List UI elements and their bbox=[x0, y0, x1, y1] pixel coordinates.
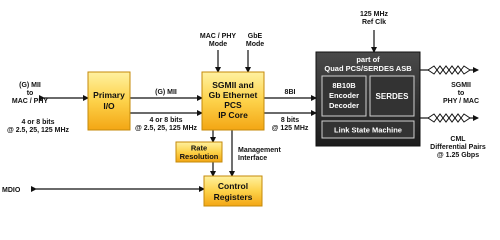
tbi-bits-label-2: @ 125 MHz bbox=[272, 125, 309, 132]
ref-clk-label-1: 125 MHz bbox=[360, 11, 389, 18]
primary-io-block: Primary I/O bbox=[87, 71, 131, 131]
control-registers-block: Control Registers bbox=[203, 175, 263, 207]
rate-resolution-block: Rate Resolution bbox=[175, 141, 223, 163]
primary-io-label-2: I/O bbox=[103, 101, 115, 111]
mgmt-label-2: Interface bbox=[238, 155, 267, 162]
primary-io-label-1: Primary bbox=[93, 90, 125, 100]
mgmt-label-1: Management bbox=[238, 147, 281, 154]
sgmii-side-label-3: PHY / MAC bbox=[443, 98, 479, 105]
left-mii-label-3: MAC / PHY bbox=[12, 98, 49, 105]
encoder-label-3: Decoder bbox=[329, 101, 359, 110]
left-mii-label-1: (G) MII bbox=[19, 82, 41, 89]
control-registers-label-1: Control bbox=[218, 181, 248, 191]
mid-bits-label-2: @ 2.5, 25, 125 MHz bbox=[135, 125, 198, 132]
sgmii-core-label-4: IP Core bbox=[218, 110, 248, 120]
mdio-label: MDIO bbox=[2, 187, 21, 194]
encoder-label-2: Encoder bbox=[329, 91, 359, 100]
left-bits-label-1: 4 or 8 bits bbox=[21, 119, 54, 126]
mid-mii-label: (G) MII bbox=[155, 89, 177, 96]
rate-resolution-label-1: Rate bbox=[191, 144, 207, 153]
ref-clk-label-2: Ref Clk bbox=[362, 19, 386, 26]
cml-label-3: @ 1.25 Gbps bbox=[437, 152, 479, 159]
block-diagram: Primary I/O SGMII and Gb Ethernet PCS IP… bbox=[2, 11, 486, 207]
sgmii-side-label-2: to bbox=[458, 90, 465, 97]
gbe-mode-label-1: GbE bbox=[248, 33, 263, 40]
sgmii-core-block: SGMII and Gb Ethernet PCS IP Core bbox=[201, 71, 265, 131]
sgmii-core-label-3: PCS bbox=[224, 100, 242, 110]
cml-arrows bbox=[415, 67, 479, 121]
left-mii-label-2: to bbox=[27, 90, 34, 97]
quad-pcs-title-2: Quad PCS/SERDES ASB bbox=[324, 64, 412, 73]
tbi-label: 8BI bbox=[285, 89, 296, 96]
rate-resolution-label-2: Resolution bbox=[180, 152, 219, 161]
serdes-label: SERDES bbox=[376, 92, 410, 101]
encoder-label-1: 8B10B bbox=[332, 81, 356, 90]
mac-phy-mode-label-1: MAC / PHY bbox=[200, 33, 237, 40]
sgmii-core-label-1: SGMII and bbox=[212, 80, 254, 90]
mid-bits-label-1: 4 or 8 bits bbox=[149, 117, 182, 124]
cml-label-2: Differential Pairs bbox=[430, 144, 486, 151]
tbi-bits-label-1: 8 bits bbox=[281, 117, 299, 124]
quad-pcs-serdes-block: part of Quad PCS/SERDES ASB 8B10B Encode… bbox=[315, 51, 421, 147]
sgmii-side-label-1: SGMII bbox=[451, 82, 471, 89]
cml-differential-pairs bbox=[427, 65, 471, 123]
link-state-machine-label: Link State Machine bbox=[334, 126, 402, 135]
control-registers-label-2: Registers bbox=[214, 192, 253, 202]
mac-phy-mode-label-2: Mode bbox=[209, 41, 227, 48]
gbe-mode-label-2: Mode bbox=[246, 41, 264, 48]
connectors bbox=[31, 30, 377, 192]
annotations: MAC / PHY Mode GbE Mode 125 MHz Ref Clk … bbox=[2, 11, 486, 194]
quad-pcs-title-1: part of bbox=[356, 55, 380, 64]
sgmii-core-label-2: Gb Ethernet bbox=[209, 90, 258, 100]
left-bits-label-2: @ 2.5, 25, 125 MHz bbox=[7, 127, 70, 134]
cml-label-1: CML bbox=[450, 136, 466, 143]
